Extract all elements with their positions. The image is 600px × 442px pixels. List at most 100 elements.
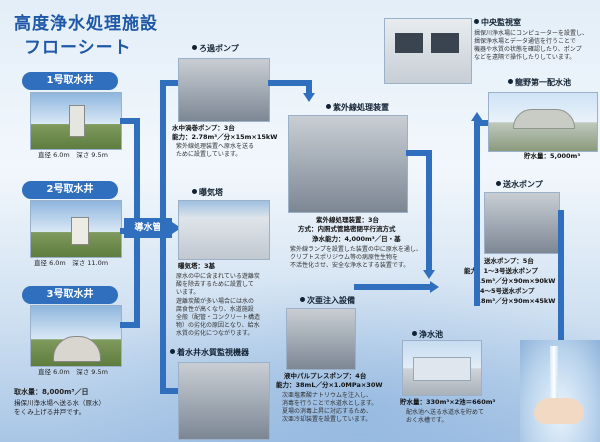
hands — [534, 398, 584, 424]
chlorine-spec-2: 能力：38mL／分×1.0MPa×30W — [276, 381, 383, 389]
aeration-heading: 曝気塔 — [192, 188, 223, 198]
uv-spec-2: 方式：内照式管路密閉平行流方式 — [298, 225, 396, 233]
filter-pump-heading: ろ過ポンプ — [192, 44, 239, 54]
chlorine-heading: 次亜注入設備 — [300, 296, 355, 306]
faucet-photo — [520, 340, 600, 442]
chlorine-desc-1: 次亜塩素酸ナトリウムを注入し、 — [282, 392, 373, 399]
well-2-label: 2号取水井 — [22, 181, 118, 199]
pipe-uv-drop — [306, 80, 312, 94]
pipe-well-3 — [120, 322, 140, 328]
well-2-building — [71, 217, 89, 245]
delivery-spec-5: 1.8m³／分×90m×45kW — [474, 297, 556, 305]
control-heading: 中央監視室 — [474, 18, 521, 28]
pipe-to-quality — [160, 388, 178, 394]
uv-spec-3: 浄水能力：4,000m³／日・基 — [312, 235, 401, 243]
arrow-to-aeration — [172, 222, 181, 234]
control-photo — [384, 18, 472, 84]
pipe-left-lower — [160, 320, 166, 394]
clearwell-photo — [402, 340, 482, 396]
pipe-to-reservoir — [474, 120, 488, 126]
filter-pump-desc-1: 紫外線処理装置へ原水を送る — [176, 143, 255, 150]
control-desc-1: 揖保川浄水場にコンピューターを設置し、 — [474, 30, 589, 37]
chlorine-photo — [286, 308, 356, 370]
well-1-photo — [30, 92, 122, 150]
aeration-desc-3: います。 — [176, 289, 200, 296]
delivery-photo — [484, 192, 560, 254]
well-3-structure — [53, 336, 101, 362]
filter-pump-photo — [178, 58, 270, 122]
delivery-spec-2: 能力：1～3号送水ポンプ — [464, 267, 538, 275]
clearwell-spec: 貯水量：330m³×2池＝660m³ — [400, 398, 496, 406]
quality-heading: 着水井水質監視機器 — [170, 348, 249, 358]
clearwell-building — [413, 357, 471, 381]
arrow-to-uv — [303, 93, 315, 102]
uv-heading: 紫外線処理装置 — [326, 103, 389, 113]
uv-desc-3: 不活性化させ、安全な浄水とする装置です。 — [290, 262, 410, 269]
filter-pump-spec-2: 能力：2.78m³／分×15m×15kW — [172, 133, 278, 141]
water-stream — [550, 346, 558, 406]
aeration-photo — [178, 200, 270, 260]
arrow-to-clearwell — [423, 270, 435, 279]
control-monitor-1 — [395, 33, 423, 53]
well-2-caption: 直径 6.0m 深さ 11.0m — [34, 259, 109, 267]
clearwell-desc-1: 配水池へ送る水道水を貯めて — [406, 409, 485, 416]
reservoir-heading: 龍野第一配水池 — [508, 78, 571, 88]
chlorine-spec-1: 液中パルプレスポンプ：4台 — [284, 372, 367, 380]
control-desc-2: 揖保浄水場とデータ通信を行うことで — [474, 38, 576, 45]
reservoir-spec: 貯水量：5,000m³ — [524, 152, 581, 160]
delivery-spec-4: 4～5号送水ポンプ — [480, 287, 535, 295]
aeration-desc-7: 物）の劣化の原因となり、給水 — [176, 322, 260, 329]
clearwell-heading: 浄水池 — [412, 330, 443, 340]
pipe-well-1 — [120, 118, 140, 124]
arrow-chlorine-to-clearwell — [430, 281, 439, 293]
chlorine-desc-4: 次亜冷却装置を設置しています。 — [282, 416, 372, 423]
aeration-desc-2: 酸を除去するために設置して — [176, 281, 254, 288]
pipe-delivery-down — [558, 210, 564, 340]
page-subtitle: フローシート — [24, 38, 132, 58]
chlorine-desc-2: 消毒を行うことで水道水とします。 — [282, 400, 378, 407]
chlorine-desc-3: 夏場の消毒上昇に対応するため、 — [282, 408, 373, 415]
filter-pump-desc-2: ために設置しています。 — [176, 151, 242, 158]
pipe-uv-right — [406, 150, 432, 156]
well-1-caption: 直径 6.0m 深さ 9.5m — [38, 151, 108, 159]
well-2-photo — [30, 200, 122, 258]
control-desc-4: などを遠隔で操作したりしています。 — [474, 54, 576, 61]
well-1-building — [69, 105, 85, 137]
pipe-filter-to-uv — [268, 80, 312, 86]
delivery-heading: 送水ポンプ — [496, 180, 543, 190]
aeration-desc-1: 原水の中に含まれている遊離炭 — [176, 273, 260, 280]
control-desc-3: 機器や水質の状態を確認したり、ポンプ — [474, 46, 582, 53]
page-title: 高度浄水処理施設 — [14, 14, 158, 34]
quality-photo — [178, 362, 270, 440]
reservoir-dome — [513, 109, 575, 129]
pipe-clearwell-up — [474, 120, 480, 306]
intake-desc-2: をくみ上げる井戸です。 — [14, 408, 86, 416]
filter-pump-spec-1: 水中渦巻ポンプ：3台 — [172, 124, 235, 132]
control-monitor-2 — [431, 33, 459, 53]
aeration-desc-4: 遊離炭酸が多い場合には水の — [176, 298, 255, 305]
pipe-left-bypass — [160, 80, 166, 320]
intake-desc-1: 揖保川浄水場へ送る水（原水） — [14, 399, 105, 407]
delivery-spec-1: 送水ポンプ：5台 — [484, 257, 534, 265]
pipe-chlorine-feed — [354, 284, 432, 290]
well-3-caption: 直径 6.0m 深さ 9.5m — [38, 368, 108, 376]
well-3-photo — [30, 305, 122, 367]
clearwell-desc-2: おく水槽です。 — [406, 417, 448, 424]
reservoir-photo — [488, 92, 598, 152]
uv-desc-1: 紫外線ランプを設置した装置の中に原水を通し、 — [290, 246, 422, 253]
aeration-desc-5: 腐食性が高くなり、水道施設 — [176, 306, 254, 313]
pipe-to-filter-pump — [160, 80, 178, 86]
aeration-spec-1: 曝気塔：3基 — [178, 262, 216, 270]
intake-amount: 取水量：8,000m³／日 — [14, 388, 89, 396]
pipe-uv-down — [426, 150, 432, 272]
aeration-desc-6: 全般（配管・コンクリート構造 — [176, 314, 261, 321]
uv-desc-2: クリプトスポリジウム等の病原性生物を — [290, 254, 399, 261]
well-3-label: 3号取水井 — [22, 286, 118, 304]
aeration-desc-8: 水質の劣化につながります。 — [176, 330, 254, 337]
well-1-label: 1号取水井 — [22, 72, 118, 90]
uv-spec-1: 紫外線処理装置：3台 — [316, 216, 380, 224]
uv-photo — [288, 115, 408, 213]
arrow-to-reservoir — [471, 112, 483, 121]
delivery-spec-3: 3.5m³／分×90m×90kW — [474, 277, 556, 285]
